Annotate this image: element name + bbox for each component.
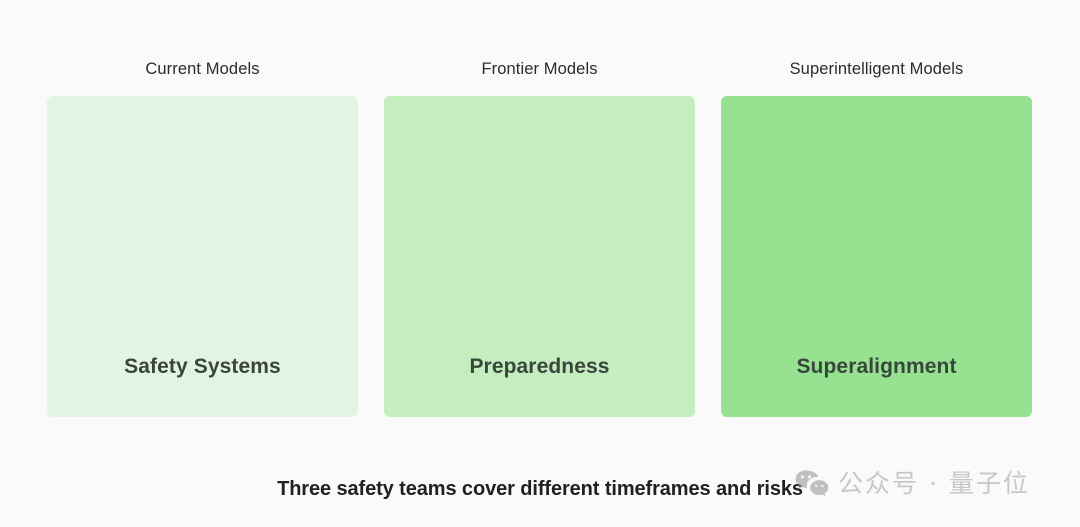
cards-row: Safety Systems Preparedness Superalignme… bbox=[47, 96, 1032, 417]
card-label-safety-systems: Safety Systems bbox=[124, 355, 281, 378]
column-header-current-models: Current Models bbox=[145, 60, 260, 78]
column-headers-row: Current Models Frontier Models Superinte… bbox=[47, 55, 1032, 83]
column-header-frontier-models: Frontier Models bbox=[481, 60, 598, 78]
column-header-superintelligent-models: Superintelligent Models bbox=[789, 60, 964, 78]
card-preparedness: Preparedness bbox=[384, 96, 695, 417]
caption-text: Three safety teams cover different timef… bbox=[277, 478, 803, 500]
card-label-preparedness: Preparedness bbox=[469, 355, 610, 378]
card-superalignment: Superalignment bbox=[721, 96, 1032, 417]
card-safety-systems: Safety Systems bbox=[47, 96, 358, 417]
card-label-superalignment: Superalignment bbox=[796, 355, 957, 378]
